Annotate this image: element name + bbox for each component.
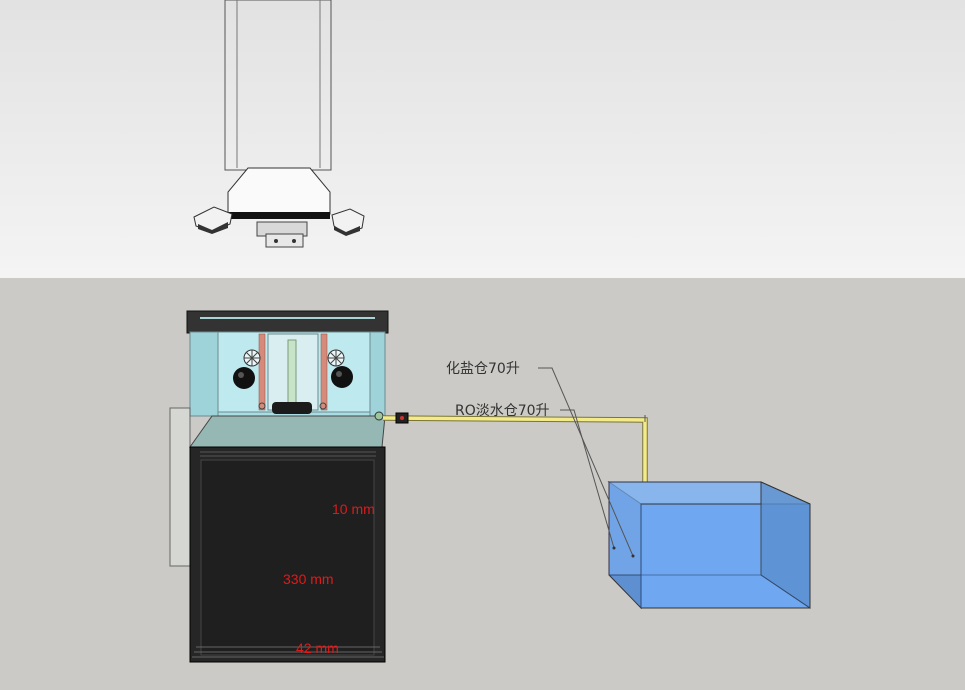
dimension-top: 10 mm xyxy=(332,501,375,517)
tank-top-rim xyxy=(186,310,389,334)
skimmer-grid xyxy=(272,402,312,414)
aquarium-tank xyxy=(169,310,389,567)
lamp-connector-box xyxy=(265,233,304,248)
water-pipe xyxy=(382,412,648,492)
outlet-fitting xyxy=(374,411,384,421)
lamp-housing xyxy=(227,167,331,215)
sky-background xyxy=(0,0,965,278)
dimension-bottom: 42 mm xyxy=(296,640,339,656)
ground-plane xyxy=(0,278,965,690)
tank-floor-shelf xyxy=(189,415,386,448)
reservoir-tank xyxy=(607,481,811,610)
aquarium-cabinet: 10 mm 330 mm 42 mm xyxy=(189,446,386,663)
return-pipe-left xyxy=(258,333,266,411)
ro-tank-label: RO淡水仓70升 xyxy=(455,403,550,419)
dimension-middle: 330 mm xyxy=(283,571,334,587)
side-glass-panel xyxy=(169,407,191,567)
hanging-lamp xyxy=(193,0,365,248)
pump-head-left xyxy=(233,367,255,389)
tank-left-glass xyxy=(189,331,219,417)
lamp-light-strip xyxy=(228,212,330,219)
pump-head-right xyxy=(331,366,353,388)
salt-tank-label: 化盐仓70升 xyxy=(446,361,520,377)
return-pipe-right xyxy=(320,333,328,411)
cabinet-panel xyxy=(200,459,375,656)
tank-right-glass xyxy=(369,331,386,417)
leader-lines xyxy=(538,367,635,558)
